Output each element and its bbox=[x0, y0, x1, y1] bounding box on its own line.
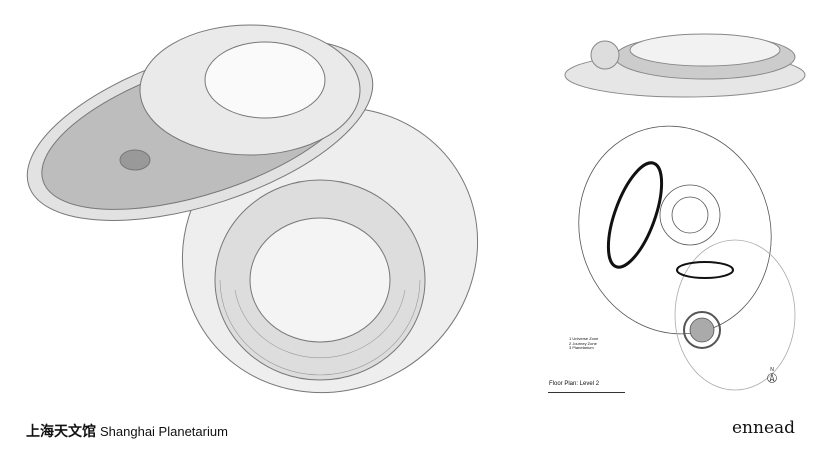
legend-item: 2 Journey Zone bbox=[569, 340, 597, 346]
legend-item: 3 Planetarium bbox=[569, 345, 594, 350]
perspective-view-drawing bbox=[564, 33, 806, 98]
floor-plan-legend: 1 Universe Zone 2 Journey Zone 3 Planeta… bbox=[569, 336, 599, 351]
north-label: N bbox=[770, 367, 774, 373]
legend-item: 1 Universe Zone bbox=[569, 336, 599, 341]
brand-logo: ennead bbox=[732, 418, 796, 438]
project-title: 上海天文馆 Shanghai Planetarium bbox=[26, 421, 228, 441]
project-title-cn: 上海天文馆 bbox=[26, 423, 96, 439]
floor-plan-level-2 bbox=[578, 125, 796, 391]
scale-bar bbox=[548, 392, 625, 396]
floor-plan-caption: Floor Plan: Level 2 bbox=[549, 381, 600, 387]
project-title-en: Shanghai Planetarium bbox=[100, 424, 228, 439]
north-arrow-icon: N bbox=[767, 367, 777, 385]
axonometric-structure-drawing bbox=[26, 24, 479, 394]
